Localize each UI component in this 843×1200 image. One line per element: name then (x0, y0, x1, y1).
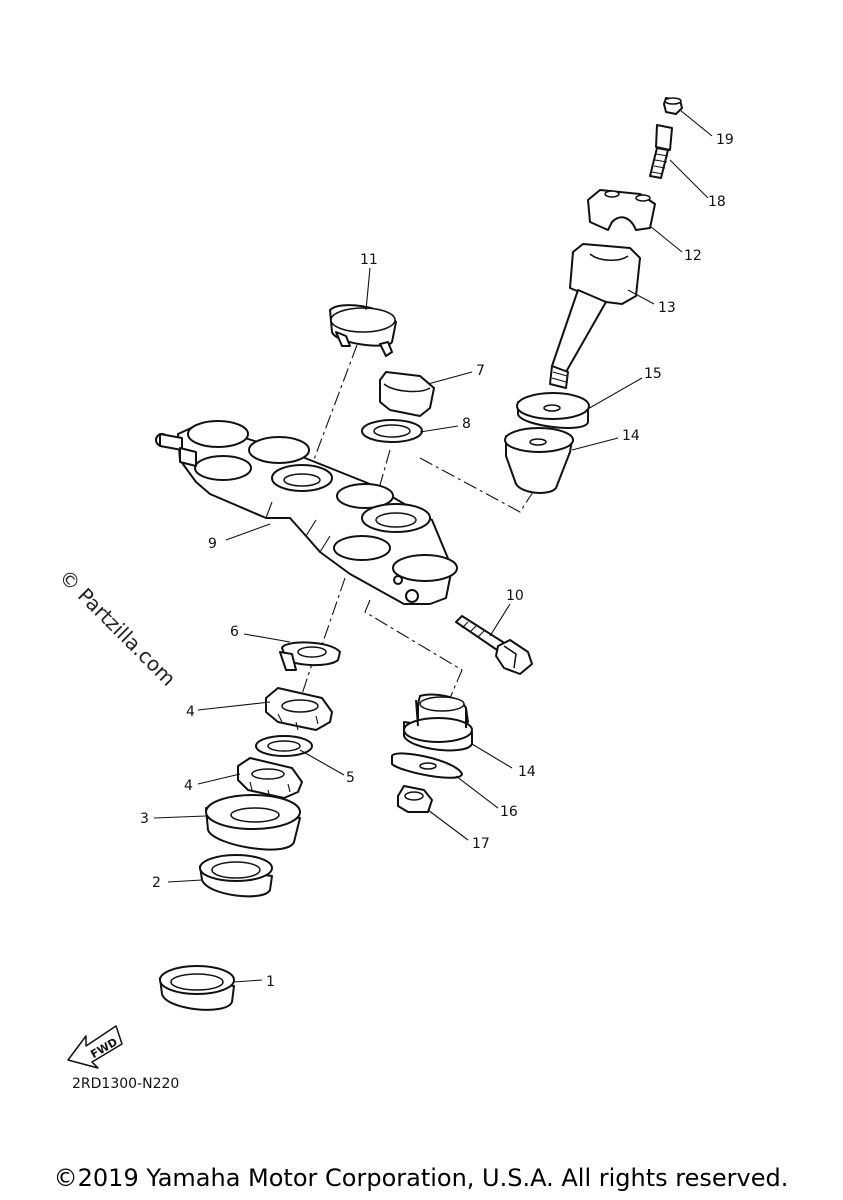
callout-17: 17 (472, 836, 490, 852)
part-11-cap (329, 304, 397, 357)
callout-11: 11 (360, 252, 378, 268)
callout-2: 2 (152, 875, 161, 891)
callout-18: 18 (708, 194, 726, 210)
callout-13: 13 (658, 300, 676, 316)
callout-4-upper: 4 (186, 704, 195, 720)
callout-19: 19 (716, 132, 734, 148)
callout-15: 15 (644, 366, 662, 382)
callout-16: 16 (500, 804, 518, 820)
callout-labels: 1 2 3 4 4 5 6 7 8 9 10 11 12 13 14 14 15… (140, 132, 734, 990)
part-10-pinch-bolt (455, 615, 533, 675)
callout-5: 5 (346, 770, 355, 786)
part-8-washer (361, 419, 423, 443)
part-3-bearing-cover (205, 794, 301, 851)
callout-4-lower: 4 (184, 778, 193, 794)
callout-7: 7 (476, 363, 485, 379)
part-4-lower-ring-nut (237, 757, 303, 799)
part-1-dust-seal (159, 965, 235, 1011)
callout-14-upper: 14 (622, 428, 640, 444)
part-6-lock-washer (279, 641, 341, 671)
callout-14-lower: 14 (518, 764, 536, 780)
callout-1: 1 (266, 974, 275, 990)
callout-9: 9 (208, 536, 217, 552)
part-16-washer (391, 752, 463, 779)
part-13-handlebar-holder (549, 243, 641, 389)
callout-12: 12 (684, 248, 702, 264)
callout-10: 10 (506, 588, 524, 604)
copyright-notice: ©2019 Yamaha Motor Corporation, U.S.A. A… (54, 1164, 789, 1192)
part-5-washer (255, 735, 313, 757)
part-12-handlebar-upper-clamp (587, 189, 656, 231)
callout-8: 8 (462, 416, 471, 432)
part-18-bolt (649, 124, 673, 179)
part-7-crown-nut (379, 371, 435, 417)
part-2-bearing (199, 854, 273, 898)
part-14-upper-damper (504, 427, 574, 494)
part-9-upper-bracket (155, 420, 458, 605)
part-4-upper-ring-nut (265, 687, 333, 731)
diagram-code: 2RD1300-N220 (72, 1076, 179, 1092)
part-14-lower-damper (403, 693, 473, 752)
part-15-washer (516, 392, 590, 429)
callout-3: 3 (140, 811, 149, 827)
part-17-nut (397, 785, 433, 813)
fwd-direction-arrow: FWD (67, 1025, 123, 1069)
callout-6: 6 (230, 624, 239, 640)
partzilla-watermark: © Partzilla.com (54, 565, 180, 691)
callout-leader-lines (153, 109, 713, 983)
part-19-screw (663, 97, 683, 115)
